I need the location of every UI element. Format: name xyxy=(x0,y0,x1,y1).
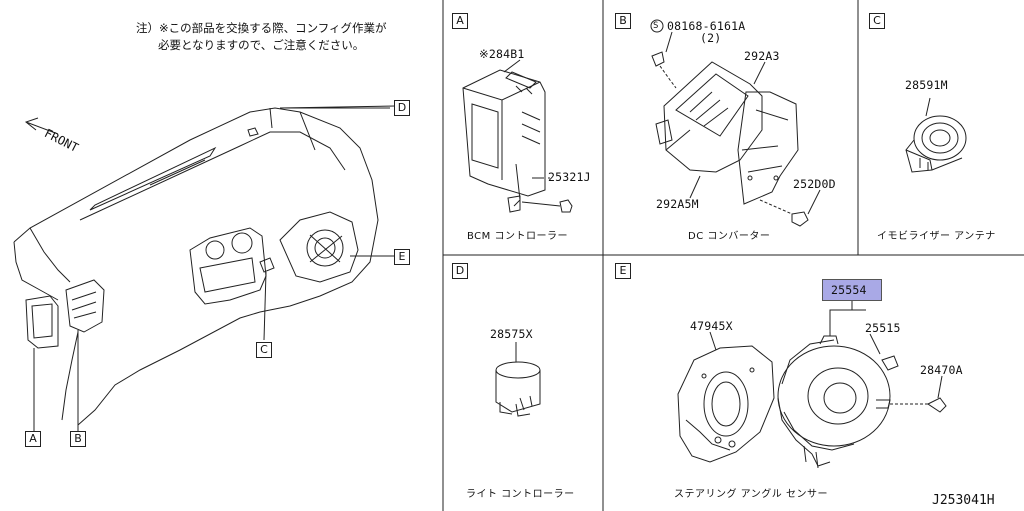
service-note-line-2: 必要となりますので、ご注意ください。 xyxy=(158,38,365,52)
panel-b-caption: DC コンバーター xyxy=(688,231,771,242)
panel-d-caption: ライト コントローラー xyxy=(466,489,575,500)
leader-47945x xyxy=(709,331,717,351)
part-252d0d[interactable]: 252D0D xyxy=(793,177,836,191)
leader-28591m xyxy=(925,97,931,117)
part-292a5m[interactable]: 292A5M xyxy=(656,197,699,211)
part-25515[interactable]: 25515 xyxy=(865,321,901,335)
screw-symbol-letter: S xyxy=(653,21,659,31)
part-47945x[interactable]: 47945X xyxy=(690,319,733,333)
part-28575x[interactable]: 28575X xyxy=(490,327,533,341)
part-28591m[interactable]: 28591M xyxy=(905,78,948,92)
part-08168-6161a[interactable]: 08168-6161A xyxy=(667,19,746,33)
part-25321j[interactable]: 25321J xyxy=(548,170,591,184)
dashboard-drawing xyxy=(13,105,396,432)
leader-25515 xyxy=(869,333,881,355)
leader-28470a xyxy=(937,375,943,399)
panel-b-tag: B xyxy=(615,13,631,29)
light-controller-drawing xyxy=(495,342,541,417)
leader-c xyxy=(263,271,267,341)
leader-292a3 xyxy=(753,61,766,85)
leader-08168 xyxy=(665,31,673,53)
panel-a-tag: A xyxy=(452,13,468,29)
service-note-line-1: 注）※この部品を交換する際、コンフィグ作業が xyxy=(136,21,387,35)
dc-converter-drawing xyxy=(650,19,821,227)
front-arrow-icon xyxy=(24,117,59,135)
part-28470a[interactable]: 28470A xyxy=(920,363,963,377)
panel-d-tag: D xyxy=(452,263,468,279)
panel-e-tag: E xyxy=(615,263,631,279)
panel-c-tag: C xyxy=(869,13,885,29)
callout-e[interactable]: E xyxy=(394,249,410,265)
part-284b1[interactable]: ※284B1 xyxy=(479,47,525,61)
leader-252d0d xyxy=(807,189,821,215)
panel-a-caption: BCM コントローラー xyxy=(467,231,568,242)
drawing-number: J253041H xyxy=(932,493,995,508)
leader-284b1 xyxy=(503,59,521,73)
bcm-controller-drawing xyxy=(462,59,573,213)
leader-292a5m xyxy=(689,175,701,199)
steering-angle-sensor-drawing xyxy=(677,300,947,469)
callout-d[interactable]: D xyxy=(394,100,410,116)
immobilizer-antenna-drawing xyxy=(905,97,967,173)
callout-c[interactable]: C xyxy=(256,342,272,358)
part-25554[interactable]: 25554 xyxy=(822,279,882,301)
part-08168-qty: (2) xyxy=(700,31,722,45)
panel-c-caption: イモビライザー アンテナ xyxy=(877,231,996,242)
callout-b[interactable]: B xyxy=(70,431,86,447)
leader-25554 xyxy=(829,300,853,336)
screw-symbol-icon xyxy=(650,19,664,33)
panel-e-caption: ステアリング アングル センサー xyxy=(674,489,828,500)
part-292a3[interactable]: 292A3 xyxy=(744,49,780,63)
callout-a[interactable]: A xyxy=(25,431,41,447)
